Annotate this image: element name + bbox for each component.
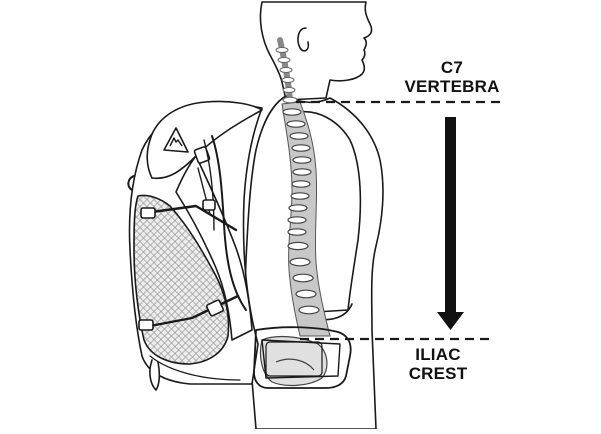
- bottom-loop: [149, 359, 161, 391]
- c7-label-line2: VERTEBRA: [404, 77, 500, 96]
- haul-loop: [127, 175, 135, 191]
- c7-vertebra-label: C7 VERTEBRA: [394, 58, 510, 96]
- compression-strap-upper: [150, 204, 238, 232]
- hip-belt: [253, 326, 352, 389]
- iliac-crest-label: ILIAC CREST: [388, 345, 488, 383]
- buckle-lower: [138, 319, 154, 331]
- c7-label-line1: C7: [440, 58, 464, 77]
- iliac-label-line2: CREST: [408, 364, 468, 383]
- mountain-logo-icon: [163, 127, 189, 153]
- ear: [297, 27, 310, 52]
- compression-strap-lower: [148, 294, 240, 328]
- arrow-down-icon: [437, 117, 464, 330]
- buckle-upper: [140, 207, 156, 219]
- iliac-label-line1: ILIAC: [415, 345, 461, 364]
- buckle-side-lower: [205, 299, 225, 317]
- backpack: [127, 100, 263, 391]
- hip-belt-pocket: [265, 341, 323, 377]
- mesh-pocket: [133, 194, 230, 365]
- shoulder-strap: [211, 135, 247, 311]
- pack-side-panel: [175, 155, 253, 341]
- measurement-guides: [296, 100, 506, 341]
- spine: [275, 37, 331, 337]
